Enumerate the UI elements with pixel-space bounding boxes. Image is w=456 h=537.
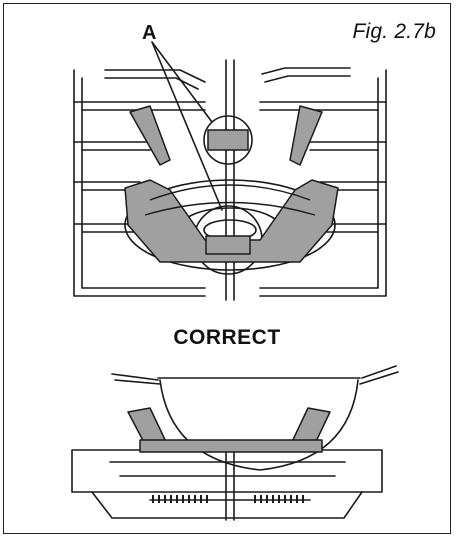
burner-base — [124, 179, 336, 271]
burner-tray — [91, 491, 363, 519]
callout-leader-lines — [151, 41, 223, 211]
flame-port-ticks — [152, 495, 304, 503]
callout-circle-top — [203, 115, 253, 165]
wok-ring-arm-right — [289, 105, 323, 166]
wok-handle-left — [111, 373, 161, 385]
grate-left-outline — [73, 69, 206, 297]
burner-inner-step — [109, 461, 346, 477]
caption-correct: CORRECT — [173, 326, 281, 349]
figure-label: Fig. 2.7b — [352, 20, 436, 43]
support-bottom — [205, 235, 251, 255]
wok-ring-front — [124, 179, 339, 263]
wok-handle-right — [359, 365, 399, 385]
grate-right-bars — [259, 101, 387, 233]
burner-body — [71, 449, 383, 493]
support-top — [207, 129, 249, 151]
wok-ring-arm-left — [129, 105, 171, 166]
grate-top-bar-right — [261, 67, 351, 83]
wok-ring-inner — [144, 184, 316, 216]
grate-top-bar-left — [104, 69, 206, 90]
wok-bowl — [159, 379, 359, 471]
side-support-ring — [139, 439, 323, 453]
callout-letter-a: A — [142, 22, 157, 44]
burner-stem — [225, 439, 235, 521]
grate-right-outline — [259, 69, 387, 297]
